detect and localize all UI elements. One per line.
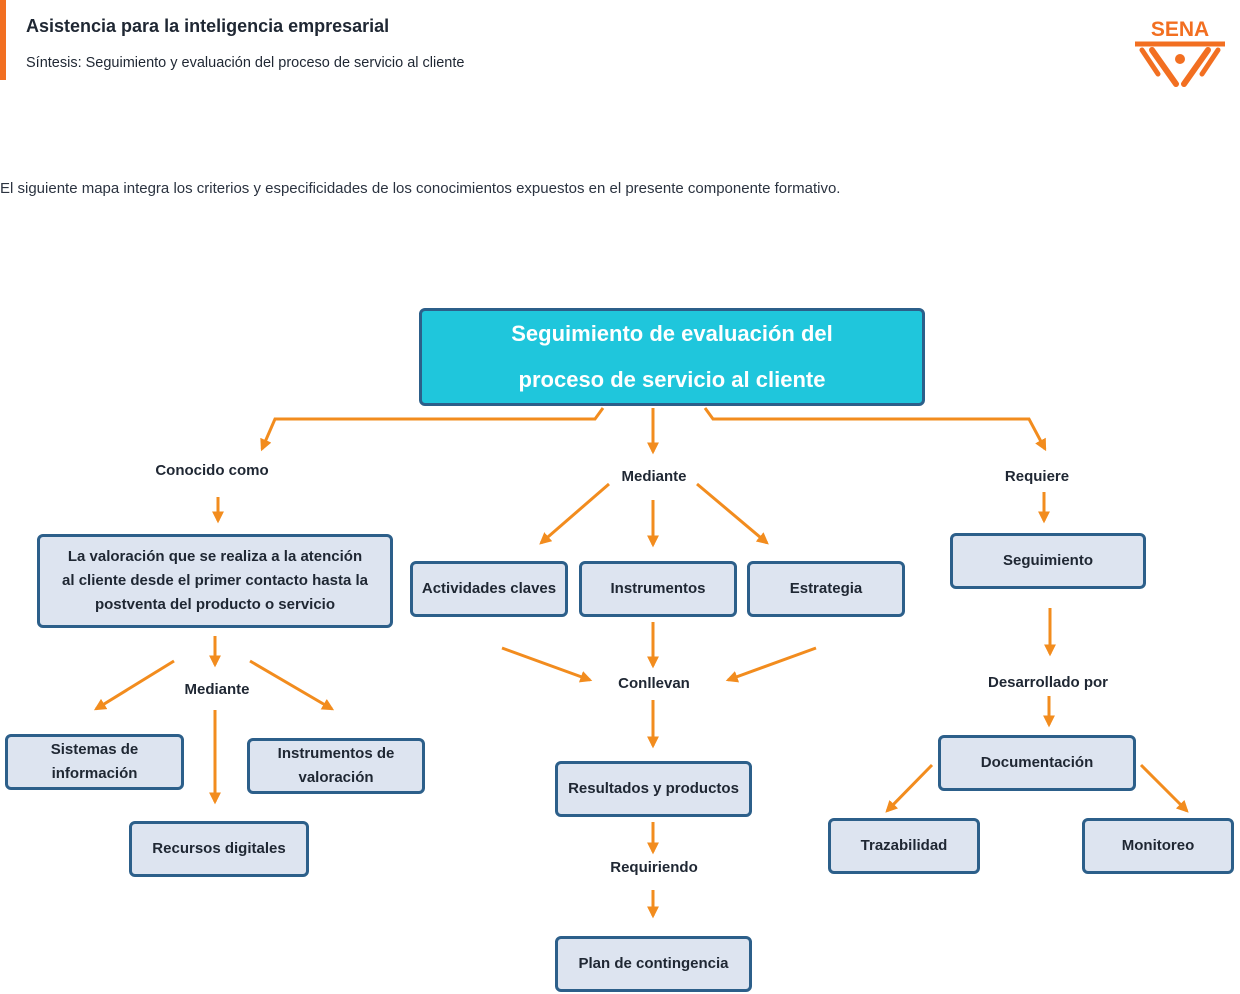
sistemas-line-1: Sistemas de — [50, 741, 139, 758]
sistemas-line-2: información — [51, 765, 138, 782]
header-accent-bar — [0, 0, 6, 80]
definition-line-1: La valoración que se realiza a la atenci… — [67, 548, 363, 565]
connector-requiriendo: Requiriendo — [610, 859, 698, 876]
definition-node: La valoración que se realiza a la atenci… — [37, 534, 393, 628]
arrow-to-sistemas — [93, 659, 175, 711]
connector-requiere: Requiere — [1004, 468, 1070, 485]
node-recursos-digitales: Recursos digitales — [129, 821, 309, 877]
arrow-main-to-right — [703, 407, 1047, 452]
node-documentacion: Documentación — [938, 735, 1136, 791]
node-estrategia: Estrategia — [747, 561, 905, 617]
connector-desarrollado-por: Desarrollado por — [987, 674, 1109, 691]
definition-line-3: postventa del producto o servicio — [94, 596, 336, 613]
arrow-estrategia-to-conllevan — [725, 646, 817, 683]
arrow-to-estrategia — [696, 482, 769, 545]
arrow-to-monitoreo — [1139, 763, 1189, 813]
connector-conllevan: Conllevan — [618, 675, 690, 692]
arrow-to-trazabilidad — [885, 763, 934, 813]
connector-mediante-center: Mediante — [621, 468, 687, 485]
main-concept-node: Seguimiento de evaluación del proceso de… — [419, 308, 925, 406]
page-subtitle: Síntesis: Seguimiento y evaluación del p… — [26, 55, 465, 71]
instrumentos-valoracion-line-2: valoración — [298, 769, 374, 786]
arrow-to-actividades — [539, 482, 610, 545]
node-plan-contingencia: Plan de contingencia — [555, 936, 752, 992]
main-concept-line-1: Seguimiento de evaluación del — [511, 321, 833, 346]
node-trazabilidad: Trazabilidad — [828, 818, 980, 874]
arrow-to-instrumentos-valoracion — [249, 659, 335, 711]
instrumentos-valoracion-line-1: Instrumentos de — [277, 745, 395, 762]
app-title: Asistencia para la inteligencia empresar… — [26, 16, 390, 36]
sena-logo: SENA — [1135, 18, 1225, 87]
node-instrumentos-valoracion: Instrumentos de valoración — [247, 738, 425, 794]
node-monitoreo: Monitoreo — [1082, 818, 1234, 874]
arrow-main-to-left — [260, 407, 605, 452]
connector-mediante-left: Mediante — [184, 681, 250, 698]
definition-line-2: al cliente desde el primer contacto hast… — [62, 572, 368, 589]
node-instrumentos: Instrumentos — [579, 561, 737, 617]
node-resultados-productos: Resultados y productos — [555, 761, 752, 817]
node-sistemas-informacion: Sistemas de información — [5, 734, 184, 790]
connector-conocido-como: Conocido como — [155, 462, 269, 479]
node-actividades-claves: Actividades claves — [410, 561, 568, 617]
main-concept-line-2: proceso de servicio al cliente — [518, 367, 826, 392]
intro-text: El siguiente mapa integra los criterios … — [0, 180, 841, 197]
arrow-actividades-to-conllevan — [501, 646, 593, 683]
node-seguimiento: Seguimiento — [950, 533, 1146, 589]
sena-logo-text: SENA — [1151, 18, 1209, 41]
